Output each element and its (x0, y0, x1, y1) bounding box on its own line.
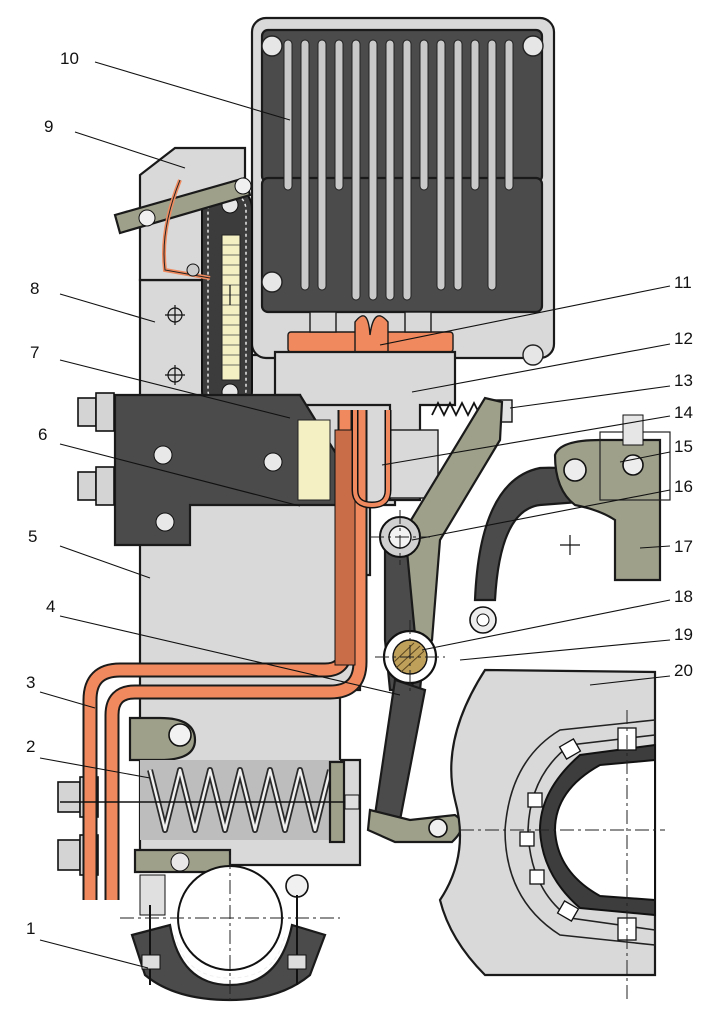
label-13: 13 (674, 371, 693, 390)
label-18: 18 (674, 587, 693, 606)
contact-body (273, 350, 457, 502)
label-9: 9 (44, 117, 53, 136)
label-16: 16 (674, 477, 693, 496)
arc-horn-lever (113, 176, 252, 280)
contacts (287, 311, 454, 353)
label-1: 1 (26, 919, 35, 938)
commutator-section (438, 668, 657, 977)
leader-lines (39, 61, 671, 969)
label-5: 5 (28, 527, 37, 546)
label-19: 19 (674, 625, 693, 644)
label-17: 17 (674, 537, 693, 556)
flexible-shunt (351, 410, 392, 509)
label-12: 12 (674, 329, 693, 348)
part-labels: 1 2 3 4 5 6 7 8 9 10 11 12 13 14 15 16 1… (26, 49, 693, 938)
right-bracket (553, 414, 671, 582)
cross-marks (165, 285, 580, 555)
arc-chute (250, 16, 556, 366)
label-4: 4 (46, 597, 55, 616)
label-7: 7 (30, 343, 39, 362)
main-spring (60, 760, 360, 844)
label-14: 14 (674, 403, 693, 422)
label-15: 15 (674, 437, 693, 456)
coil-assembly (201, 184, 253, 416)
label-11: 11 (674, 273, 692, 292)
centre-lines (120, 510, 665, 1005)
label-2: 2 (26, 737, 35, 756)
lower-bracket (128, 716, 232, 874)
busbar (82, 410, 368, 900)
insulator-block (113, 393, 342, 547)
label-8: 8 (30, 279, 39, 298)
label-6: 6 (38, 425, 47, 444)
label-10: 10 (60, 49, 79, 68)
pipe-clamp (130, 865, 327, 1002)
label-3: 3 (26, 673, 35, 692)
label-20: 20 (674, 661, 693, 680)
